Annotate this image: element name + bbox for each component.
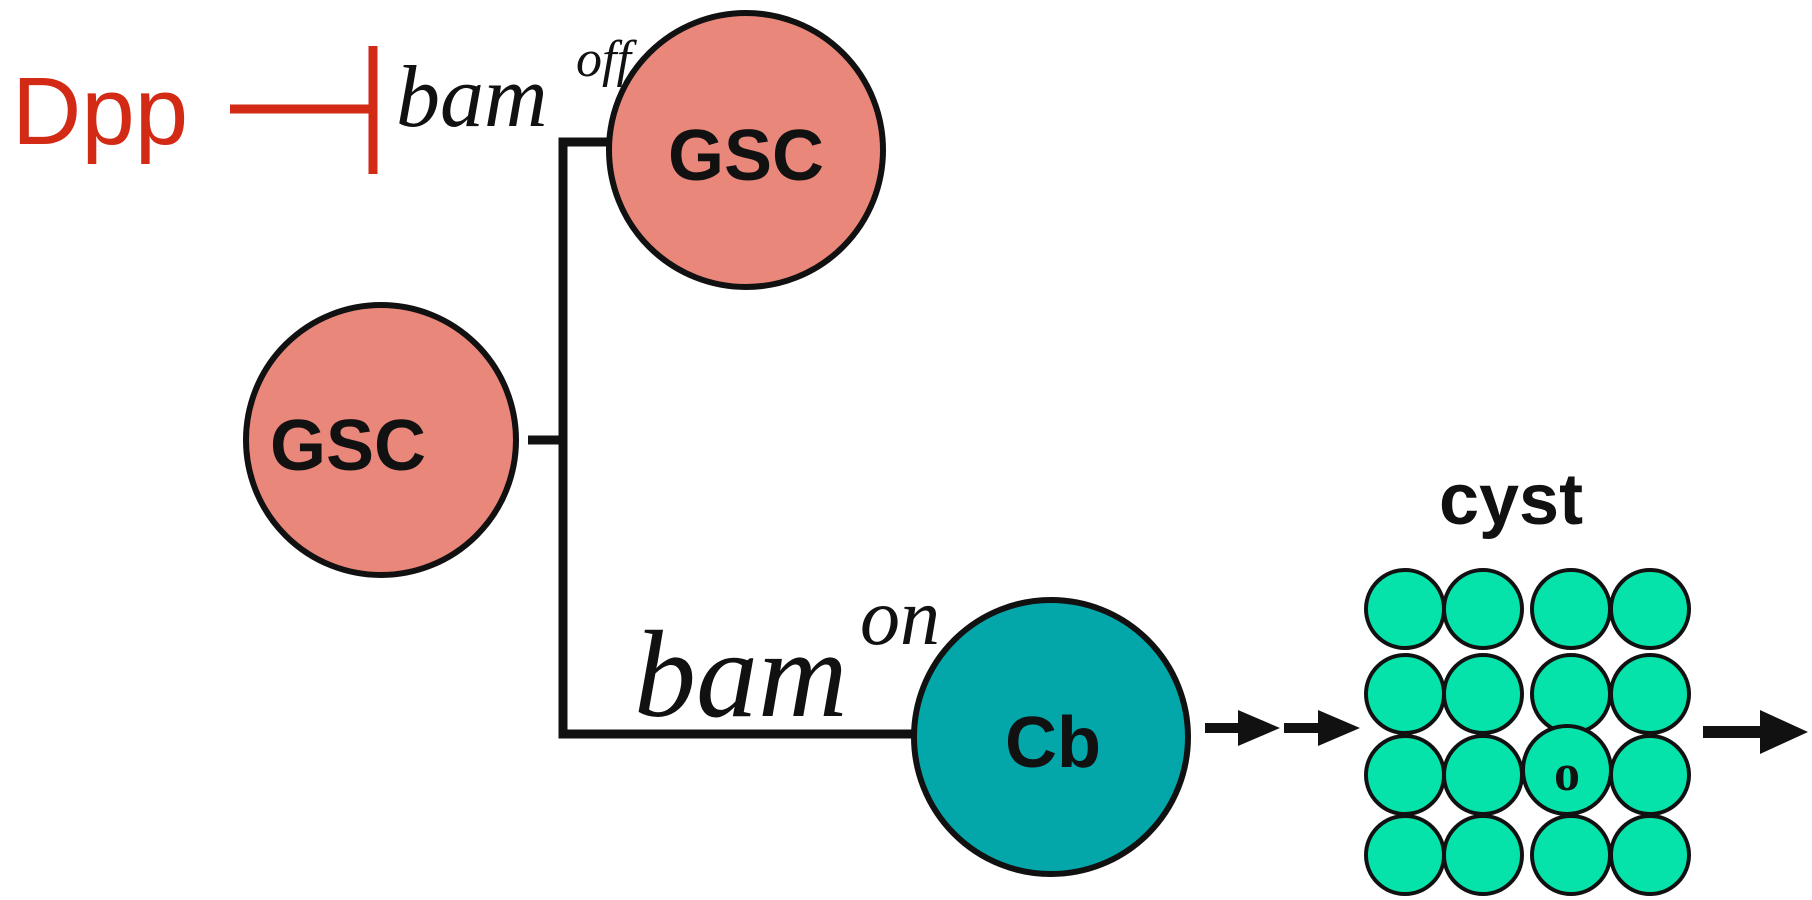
arrow-3 bbox=[1703, 710, 1808, 754]
bam-on-superscript: on bbox=[860, 574, 940, 662]
cyst-cell bbox=[1609, 568, 1691, 650]
arrow-2 bbox=[1284, 710, 1360, 746]
bam-off-label: bam bbox=[396, 49, 548, 146]
cyst-cell bbox=[1364, 653, 1446, 735]
cyst-label: cyst bbox=[1439, 460, 1583, 540]
cyst-cluster bbox=[1364, 568, 1691, 896]
cystoblast-cell: Cb bbox=[911, 597, 1191, 877]
cyst-cell bbox=[1442, 814, 1524, 896]
cyst-cell bbox=[1364, 568, 1446, 650]
cyst-cell bbox=[1442, 568, 1524, 650]
daughter-gsc-cell: GSC bbox=[606, 10, 886, 290]
bam-on-label: bam bbox=[634, 606, 848, 743]
oocyte-label: o bbox=[1554, 745, 1580, 802]
cyst-cell bbox=[1364, 814, 1446, 896]
cyst-cell bbox=[1364, 734, 1446, 816]
oocyte-cell bbox=[1521, 724, 1613, 816]
cyst-cell bbox=[1609, 814, 1691, 896]
parent-gsc-label: GSC bbox=[270, 406, 426, 486]
cystoblast-label: Cb bbox=[1005, 703, 1101, 783]
cyst-cell bbox=[1442, 653, 1524, 735]
cyst-cell bbox=[1609, 653, 1691, 735]
cyst-cell bbox=[1609, 734, 1691, 816]
cyst-cell bbox=[1442, 734, 1524, 816]
daughter-gsc-label: GSC bbox=[668, 116, 824, 196]
dpp-label: Dpp bbox=[12, 58, 188, 165]
cyst-cell bbox=[1530, 814, 1612, 896]
arrow-1 bbox=[1205, 710, 1280, 746]
cyst-cell bbox=[1530, 653, 1612, 735]
parent-gsc-cell: GSC bbox=[243, 302, 519, 578]
cyst-cell bbox=[1530, 568, 1612, 650]
